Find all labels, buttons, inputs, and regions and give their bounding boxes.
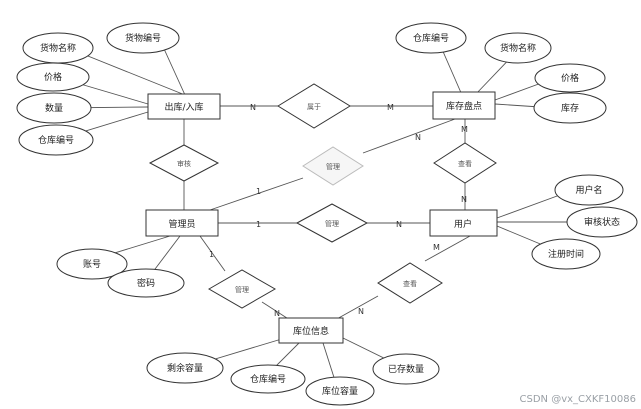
cardinality-c8: N [396,220,402,229]
rel-audit-left: 审核 [148,144,220,182]
watermark: CSDN @vx_CXKF10086 [520,394,636,405]
attr-account-label: 账号 [83,259,101,270]
rel-view-bottom-label: 查看 [403,279,417,288]
attr-reg-time-label: 注册时间 [548,248,584,260]
attr-qty-label: 数量 [45,102,63,114]
entity-outin: 出库/入库 [147,93,221,120]
attr-reg-time: 注册时间 [531,238,601,270]
attr-goods-name-right-label: 货物名称 [500,42,536,54]
attr-goods-name-right: 货物名称 [484,32,552,64]
cardinality-c7: 1 [256,220,261,229]
entity-stock-label: 库存盘点 [446,100,482,112]
attr-wh-no-bottom: 仓库编号 [230,364,306,394]
attr-stored-label: 已存数量 [388,363,424,375]
attr-password-label: 密码 [137,277,155,289]
cardinality-c12: N [358,307,364,316]
entity-user: 用户 [429,209,498,237]
rel-view-bottom: 查看 [377,262,443,304]
attr-username: 用户名 [554,174,624,206]
rel-manage-mid-label: 管理 [325,219,339,228]
attr-qty: 数量 [16,92,92,124]
attr-goods-no-left-label: 货物编号 [125,32,161,44]
attr-price-left-label: 价格 [44,71,62,83]
attr-wh-no-bottom-label: 仓库编号 [250,373,286,385]
cardinality-c2: M [387,103,394,112]
attr-wh-no-right-label: 仓库编号 [413,32,449,44]
attr-wh-no-left: 仓库编号 [18,124,94,156]
rel-manage-mid: 管理 [295,203,369,243]
rel-manage-bottom: 管理 [207,269,277,309]
cardinality-c11: M [433,243,440,252]
attr-wh-no-left-label: 仓库编号 [38,134,74,146]
attr-goods-name-left: 货物名称 [22,32,94,64]
cardinality-c1: N [250,103,256,112]
cardinality-c6: 1 [256,187,261,196]
rel-manage-bottom-label: 管理 [235,285,249,294]
cardinality-c4: M [461,125,468,134]
attr-audit-status-label: 审核状态 [584,216,620,228]
attr-inventory: 库存 [533,92,607,124]
entity-user-label: 用户 [454,218,472,230]
rel-manage-top: 管理 [302,146,364,186]
attr-price-left: 价格 [16,62,90,92]
attr-username-label: 用户名 [575,184,602,196]
cardinality-c5: N [461,195,467,204]
cardinality-c10: N [274,309,280,318]
cardinality-c3: N [415,133,421,142]
attr-remaining-label: 剩余容量 [167,362,203,374]
attr-goods-name-left-label: 货物名称 [40,42,76,54]
rel-belongs: 属于 [277,83,351,129]
attr-account: 账号 [56,248,128,280]
attr-capacity: 库位容量 [305,376,375,406]
entity-slot: 库位信息 [278,317,344,344]
attr-audit-status: 审核状态 [566,206,638,238]
attr-capacity-label: 库位容量 [322,385,358,397]
cardinality-c9: 1 [209,250,214,259]
attr-goods-no-left: 货物编号 [106,22,180,54]
rel-view-right-label: 查看 [458,159,472,168]
attr-wh-no-right: 仓库编号 [395,22,467,54]
attr-price-right-label: 价格 [561,72,579,84]
attr-price-right: 价格 [534,63,606,93]
entity-stock: 库存盘点 [432,91,496,120]
attr-inventory-label: 库存 [561,102,579,114]
attr-stored: 已存数量 [372,353,440,385]
attr-remaining: 剩余容量 [146,352,224,384]
rel-manage-top-label: 管理 [326,162,340,171]
rel-view-right: 查看 [433,142,497,184]
entity-admin-label: 管理员 [168,218,195,230]
attr-password: 密码 [107,268,185,298]
entity-outin-label: 出库/入库 [164,101,203,113]
cardinality-labels: N M N M N 1 1 N 1 N M N [209,103,468,318]
entity-admin: 管理员 [145,209,219,237]
rel-audit-left-label: 审核 [177,159,191,168]
rel-belongs-label: 属于 [307,103,321,111]
entity-slot-label: 库位信息 [293,325,329,337]
